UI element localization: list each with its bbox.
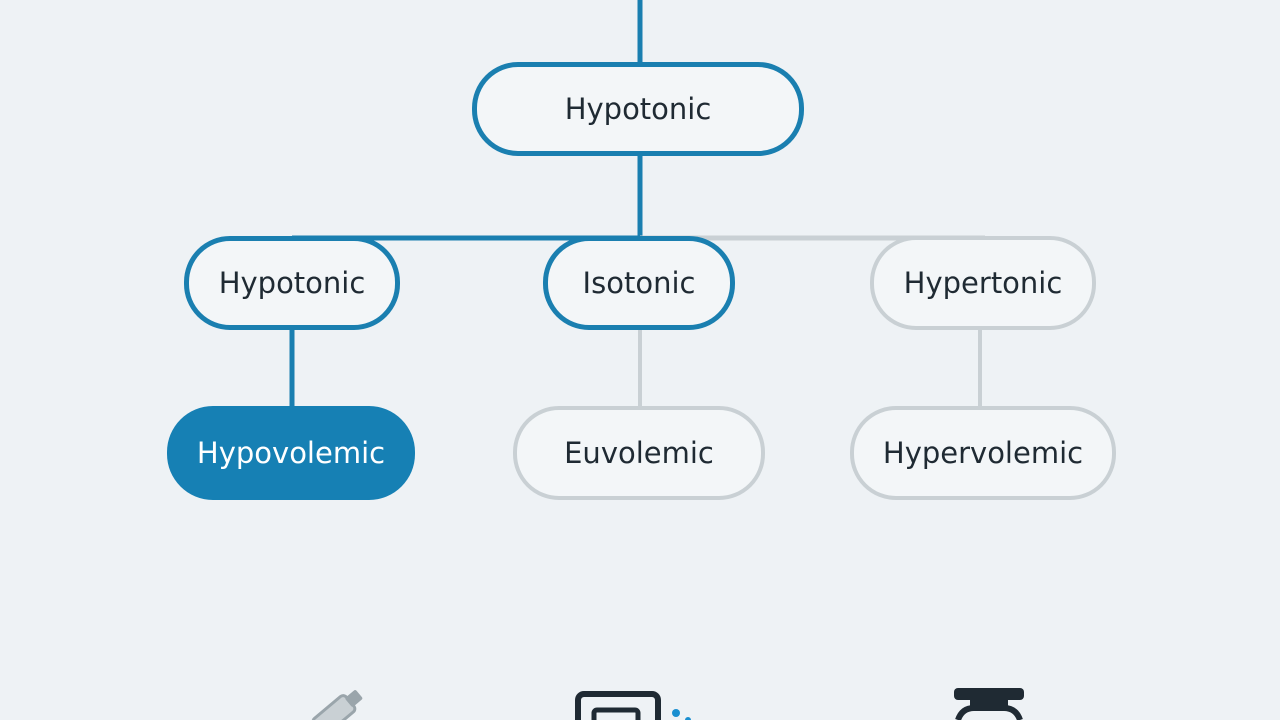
node-isotonic-label: Isotonic — [582, 266, 696, 300]
node-hypertonic[interactable]: Hypertonic — [870, 236, 1096, 330]
node-hypovolemic-label: Hypovolemic — [196, 436, 386, 470]
node-euvolemic[interactable]: Euvolemic — [513, 406, 765, 500]
bottle-icon — [954, 688, 1024, 720]
node-isotonic[interactable]: Isotonic — [543, 236, 735, 330]
node-euvolemic-label: Euvolemic — [564, 436, 714, 470]
node-hypovolemic[interactable]: Hypovolemic — [167, 406, 415, 500]
node-hypotonic[interactable]: Hypotonic — [184, 236, 400, 330]
monitor-icon — [575, 691, 691, 720]
root-node[interactable]: Hypotonic — [472, 62, 804, 156]
root-node-label: Hypotonic — [564, 92, 712, 126]
node-hypotonic-label: Hypotonic — [218, 266, 366, 300]
node-hypertonic-label: Hypertonic — [903, 266, 1063, 300]
node-hypervolemic-label: Hypervolemic — [882, 436, 1084, 470]
node-hypervolemic[interactable]: Hypervolemic — [850, 406, 1116, 500]
syringe-icon — [311, 690, 363, 720]
